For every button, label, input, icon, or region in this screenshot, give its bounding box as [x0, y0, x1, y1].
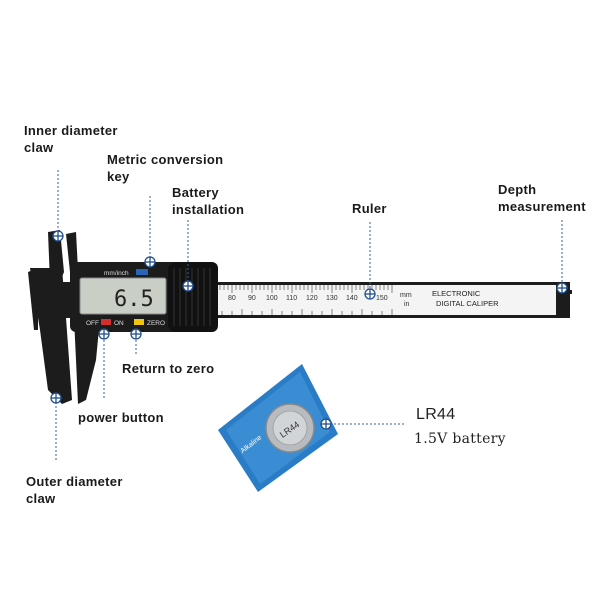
sliding-jaw-housing: 6.5 mm/inch OFF ON ZERO — [66, 232, 218, 404]
label-battery-installation: Battery installation — [172, 185, 245, 217]
label-depth-measurement: Depth measurement — [498, 182, 586, 214]
lcd-reading: 6.5 — [114, 287, 154, 312]
label-outer-diameter-claw: Outer diameter claw — [26, 474, 123, 506]
lcd-display — [79, 277, 167, 315]
crosshair-icon — [182, 280, 194, 292]
brand-line-1: ELECTRONIC — [432, 289, 481, 298]
label-inner-diameter-claw: Inner diameter claw — [24, 122, 118, 156]
scale-unit-mm: mm — [400, 292, 412, 299]
crosshair-icon — [130, 328, 142, 340]
scale-number: 100 — [266, 295, 278, 302]
scale-number: 140 — [346, 295, 358, 302]
scale-number: 150 — [376, 295, 388, 302]
off-label: OFF — [86, 320, 99, 327]
label-power-button: power button — [78, 410, 164, 425]
crosshair-icon — [50, 392, 62, 404]
scale-number: 80 — [228, 295, 236, 302]
label-return-to-zero: Return to zero — [122, 361, 215, 376]
ruler-scale-numbers: 80 90 100 110 120 130 140 150 mm in — [228, 292, 412, 308]
crosshair-icon — [144, 256, 156, 268]
crosshair-icon — [364, 288, 376, 300]
unit-key — [136, 269, 148, 275]
scale-number: 120 — [306, 295, 318, 302]
leader-lines — [55, 170, 563, 462]
ruler-scale-face — [208, 285, 556, 315]
marker-crosshairs — [50, 230, 568, 430]
zero-key — [134, 319, 144, 325]
lr44-battery-package: LR44 Alkaline — [218, 364, 338, 492]
brand-line-2: DIGITAL CALIPER — [436, 299, 499, 308]
zero-label: ZERO — [147, 320, 165, 327]
label-battery-voltage: 1.5V battery — [414, 431, 506, 447]
crosshair-icon — [98, 328, 110, 340]
label-lr44: LR44 — [416, 406, 456, 423]
scale-number: 90 — [248, 295, 256, 302]
power-key — [101, 319, 111, 325]
scale-number: 130 — [326, 295, 338, 302]
crosshair-icon — [320, 418, 332, 430]
scale-unit-in: in — [404, 301, 410, 308]
crosshair-icon — [556, 282, 568, 294]
label-inner-line1: Inner diameter — [24, 123, 118, 138]
label-metric-conversion-key: Metric conversion key — [107, 152, 224, 184]
fixed-jaw — [28, 230, 72, 404]
on-label: ON — [114, 320, 124, 327]
caliper-brand: ELECTRONIC DIGITAL CALIPER — [432, 289, 499, 308]
scale-number: 110 — [286, 295, 297, 302]
label-inner-line2: claw — [24, 140, 54, 155]
label-ruler: Ruler — [352, 201, 387, 216]
crosshair-icon — [52, 230, 64, 242]
unit-key-label: mm/inch — [104, 270, 129, 277]
